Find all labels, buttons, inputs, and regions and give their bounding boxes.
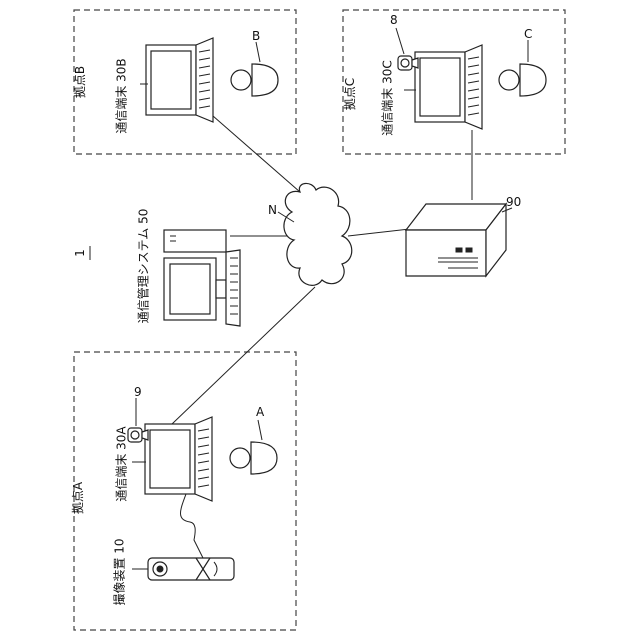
- user-b-leader: [256, 42, 260, 62]
- user-b-icon: [231, 64, 278, 96]
- user-a-ref: A: [256, 406, 264, 418]
- site-a-label: 拠点A: [72, 482, 84, 514]
- management-label: 通信管理システム 50: [137, 209, 149, 324]
- terminal-c-label: 通信端末 30C: [382, 60, 394, 135]
- imaging-device-icon: [148, 558, 234, 580]
- user-c-ref: C: [524, 28, 532, 40]
- site-c-label: 拠点C: [344, 78, 356, 110]
- laptop-a-icon: [145, 417, 212, 501]
- terminal-a-label: 通信端末 30A: [116, 426, 128, 501]
- figure-number: 1: [74, 249, 86, 257]
- server-ref: 90: [506, 196, 521, 208]
- user-b-ref: B: [252, 30, 260, 42]
- camera-a-ref: 9: [134, 386, 142, 398]
- server-icon: [406, 204, 506, 276]
- user-c-icon: [499, 64, 546, 96]
- user-a-icon: [230, 442, 277, 474]
- network-ref: N: [268, 204, 277, 216]
- management-pc-icon: [164, 230, 240, 326]
- laptop-c-icon: [415, 45, 482, 129]
- terminal-b-label: 通信端末 30B: [116, 58, 128, 133]
- camera-cable: [181, 494, 205, 560]
- camera-c-ref: 8: [390, 14, 398, 26]
- user-a-leader: [258, 420, 262, 440]
- imaging-device-label: 撮像装置 10: [114, 538, 126, 605]
- camera-c-leader: [396, 28, 404, 54]
- network-cloud-icon: [284, 183, 352, 285]
- laptop-b-icon: [146, 38, 213, 122]
- site-b-label: 拠点B: [74, 66, 86, 98]
